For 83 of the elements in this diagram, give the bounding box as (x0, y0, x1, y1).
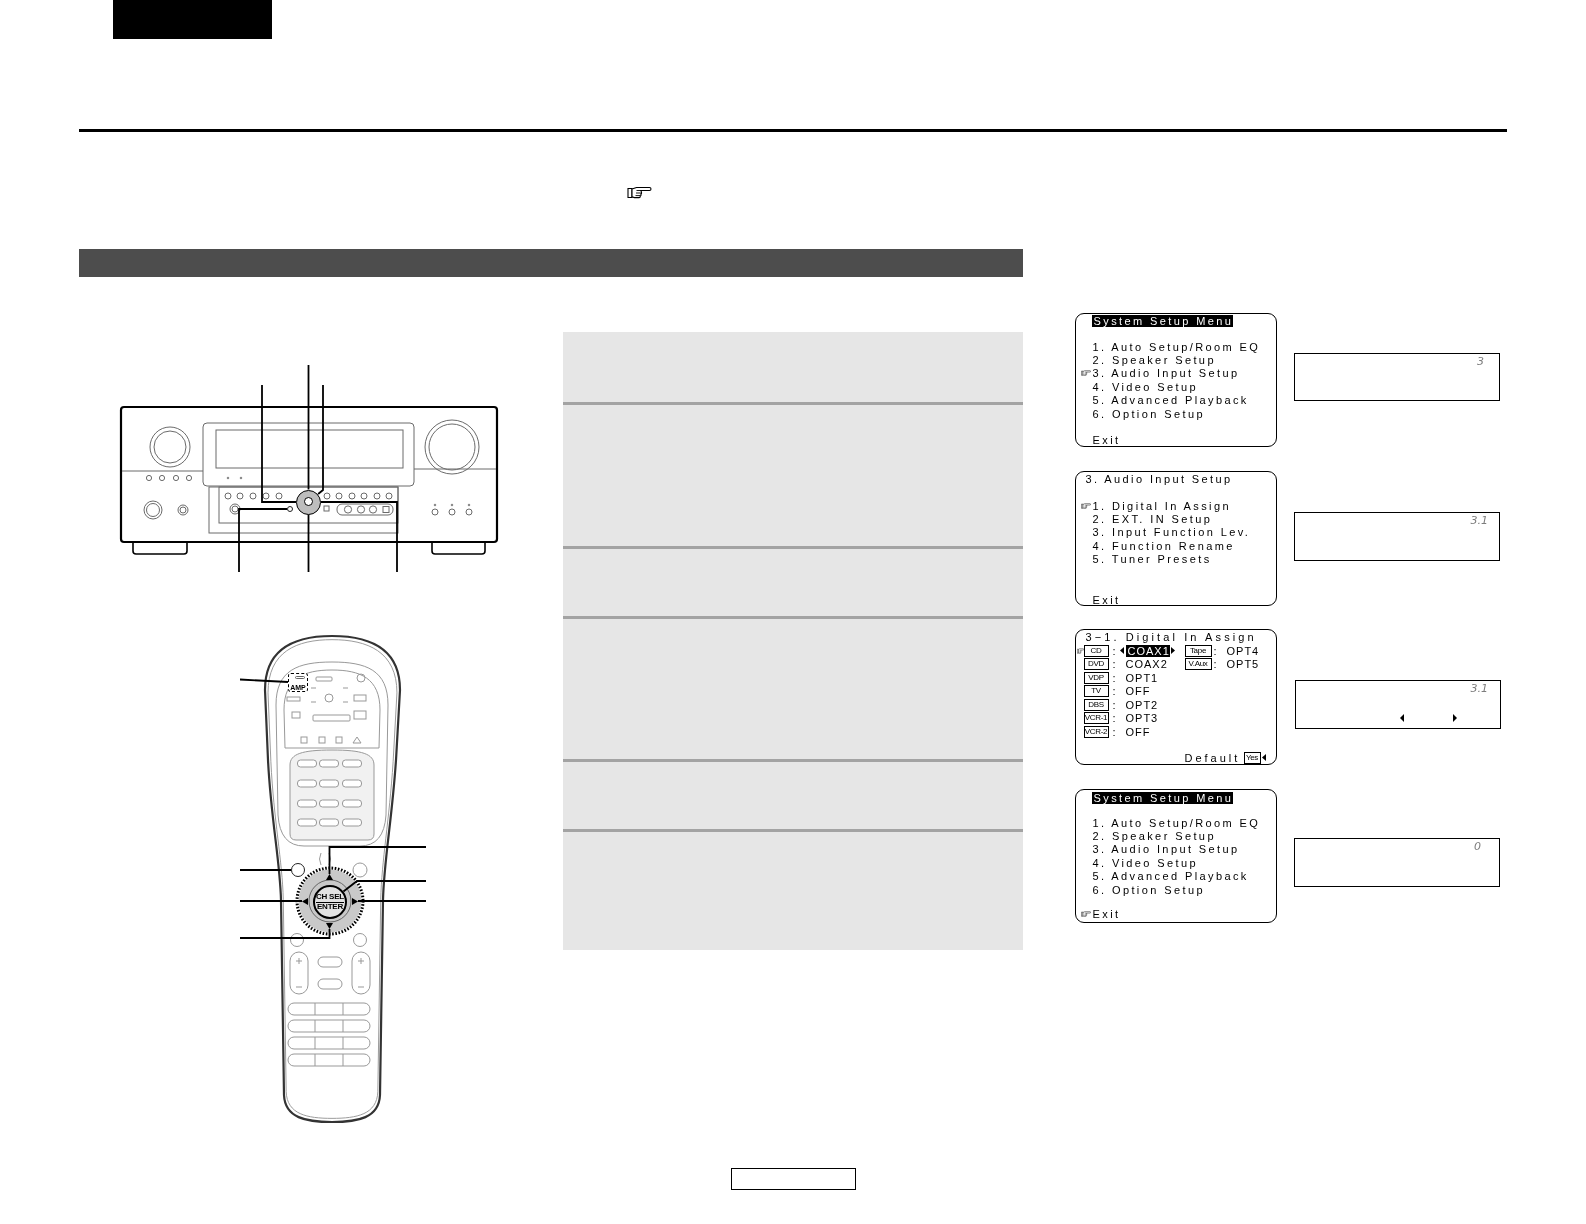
leader-line (307, 513, 310, 573)
menu-screen (1075, 789, 1277, 923)
colon-text: : (1112, 671, 1116, 684)
menu-screen (1075, 629, 1277, 765)
display-number: 3.1 (1470, 683, 1488, 695)
menu-screen (1075, 471, 1277, 606)
menu-item: 1. Auto Setup/Room EQ (1092, 340, 1261, 353)
menu-item: 4. Function Rename (1092, 539, 1235, 552)
menu-screen (1075, 313, 1277, 447)
down-arrow-key (326, 923, 333, 929)
menu-item: 6. Option Setup (1092, 883, 1205, 896)
source-label: CD (1083, 644, 1109, 657)
menu-item: 2. Speaker Setup (1092, 829, 1216, 842)
assignment-value: OPT4 (1226, 644, 1260, 657)
leader-line (320, 501, 398, 573)
leader-line (239, 869, 292, 871)
assignment-value: OPT3 (1125, 711, 1159, 724)
assignment-value: COAX2 (1125, 657, 1168, 670)
menu-item: 1. Digital In Assign (1092, 499, 1231, 512)
source-label: VCR-1 (1083, 711, 1109, 724)
menu-title: 3. Audio Input Setup (1085, 472, 1233, 485)
menu-item: Exit (1092, 434, 1121, 446)
front-display (1295, 680, 1501, 729)
colon-text: : (1112, 711, 1116, 724)
front-display (1294, 512, 1500, 561)
menu-item: 6. Option Setup (1092, 407, 1205, 420)
menu-item: 1. Auto Setup/Room EQ (1092, 816, 1261, 829)
leader-line (239, 900, 303, 902)
menu-item: 4. Video Setup (1092, 856, 1199, 869)
front-display (1294, 838, 1500, 887)
source-label: Tape (1184, 644, 1212, 657)
menu-item: 5. Tuner Presets (1092, 553, 1212, 566)
menu-item: Exit (1092, 908, 1121, 920)
leader-line (239, 678, 289, 683)
colon-text: : (1112, 698, 1116, 711)
source-label: TV (1083, 684, 1109, 697)
right-arrow-key (352, 897, 358, 905)
leader-line (261, 384, 297, 503)
menu-title: System Setup Menu (1091, 791, 1234, 804)
colon-text: : (1112, 725, 1116, 738)
menu-title: 3−1. Digital In Assign (1085, 630, 1257, 643)
source-label: DVD (1083, 657, 1109, 670)
leader-line (357, 900, 427, 902)
assignment-value: OPT5 (1226, 657, 1260, 670)
menu-item: 2. EXT. IN Setup (1092, 512, 1213, 525)
leader-line (317, 384, 324, 495)
leader-line (328, 846, 427, 875)
section-bar (79, 249, 1023, 277)
menu-item: 3. Audio Input Setup (1092, 843, 1240, 856)
source-label: V.Aux (1184, 657, 1212, 670)
menu-item: 4. Video Setup (1092, 380, 1199, 393)
menu-item: 3. Audio Input Setup (1092, 367, 1240, 380)
small-button (287, 506, 293, 512)
display-number: 0 (1474, 841, 1481, 853)
left-arrow-key (302, 897, 308, 905)
colon-text: : (1213, 657, 1217, 670)
yes-option: Yes (1243, 751, 1261, 764)
leader-line (238, 508, 288, 573)
front-display (1294, 353, 1500, 401)
menu-item: 5. Advanced Playback (1092, 394, 1249, 407)
assignment-value: OPT2 (1125, 698, 1159, 711)
leader-line (342, 880, 427, 893)
leader-line (239, 928, 331, 939)
display-number: 3 (1477, 356, 1484, 368)
menu-item: 5. Advanced Playback (1092, 870, 1249, 883)
up-arrow-key (326, 874, 333, 880)
source-label: DBS (1083, 698, 1109, 711)
menu-title: System Setup Menu (1091, 314, 1234, 327)
menu-item: 3. Input Function Lev. (1092, 526, 1251, 539)
menu-item: 2. Speaker Setup (1092, 353, 1216, 366)
assignment-value: OFF (1125, 725, 1151, 738)
assignment-value: OPT1 (1125, 671, 1159, 684)
default-label: Default (1184, 751, 1241, 764)
colon-text: : (1112, 644, 1116, 657)
colon-text: : (1112, 657, 1116, 670)
colon-text: : (1112, 684, 1116, 697)
source-label: VCR-2 (1083, 725, 1109, 738)
colon-text: : (1213, 644, 1217, 657)
leader-line (307, 364, 310, 491)
assignment-value: OFF (1125, 684, 1151, 697)
menu-item: Exit (1092, 593, 1121, 606)
display-number: 3.1 (1470, 515, 1488, 527)
source-label: VDP (1083, 671, 1109, 684)
